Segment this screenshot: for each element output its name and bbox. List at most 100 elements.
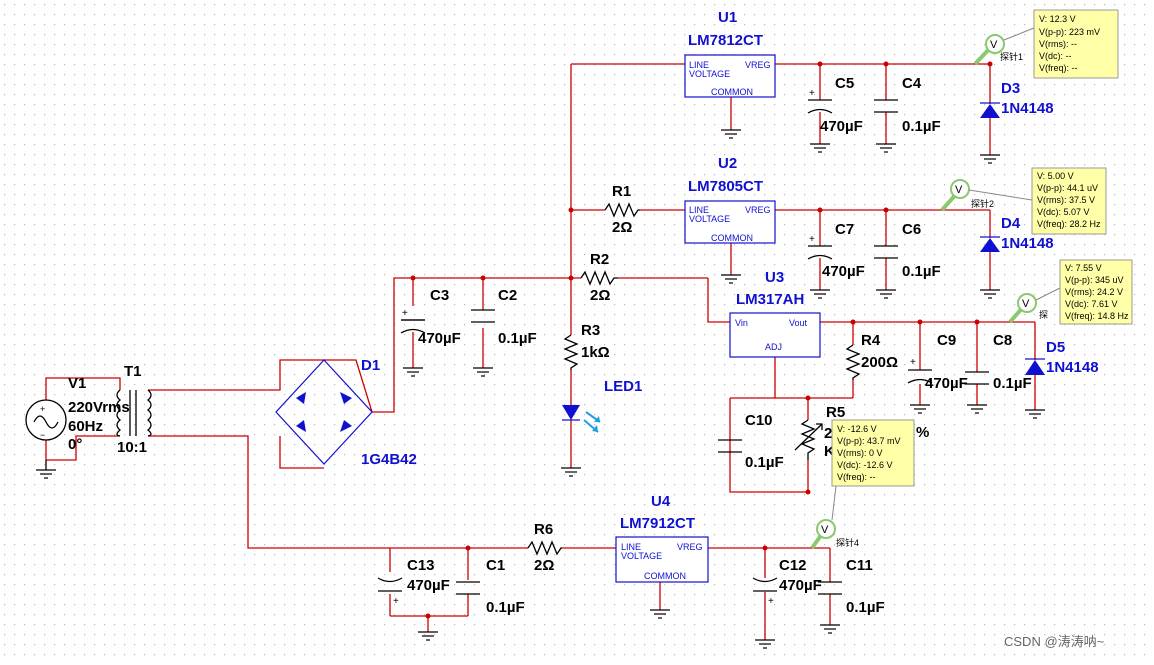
svg-text:0°: 0° bbox=[68, 436, 82, 453]
svg-text:1N4148: 1N4148 bbox=[1001, 100, 1054, 117]
u2-regulator[interactable]: LINE VREG VOLTAGE COMMON U2 LM7805CT bbox=[684, 155, 776, 244]
svg-text:+: + bbox=[910, 357, 916, 368]
probe-2[interactable]: V 探针2 V: 5.00 V V(p-p): 44.1 uV V(rms): … bbox=[940, 167, 1107, 235]
c2-capacitor[interactable]: C2 0.1µF bbox=[471, 287, 537, 347]
svg-text:C10: C10 bbox=[745, 412, 773, 429]
probe-1[interactable]: V 探针1 V: 12.3 V V(p-p): 223 mV V(rms): -… bbox=[973, 9, 1119, 79]
svg-text:VREG: VREG bbox=[745, 205, 771, 215]
svg-text:D3: D3 bbox=[1001, 80, 1020, 97]
svg-text:V: V bbox=[821, 524, 829, 536]
svg-text:LM7812CT: LM7812CT bbox=[688, 32, 763, 49]
c12-capacitor[interactable]: + C12 470µF bbox=[752, 557, 822, 607]
d1-bridge-rectifier[interactable]: D1 1G4B42 bbox=[275, 357, 417, 468]
svg-text:V(rms): 0 V: V(rms): 0 V bbox=[837, 448, 883, 458]
svg-text:C13: C13 bbox=[407, 557, 435, 574]
svg-text:C7: C7 bbox=[835, 221, 854, 238]
svg-text:V(p-p): 43.7 mV: V(p-p): 43.7 mV bbox=[837, 436, 901, 446]
c7-capacitor[interactable]: + C7 470µF bbox=[807, 221, 865, 280]
svg-text:470µF: 470µF bbox=[820, 118, 863, 135]
r1-resistor[interactable]: R1 2Ω bbox=[604, 183, 640, 236]
svg-text:VOLTAGE: VOLTAGE bbox=[689, 69, 730, 79]
svg-text:C11: C11 bbox=[846, 557, 873, 574]
svg-text:V(rms): 37.5 V: V(rms): 37.5 V bbox=[1037, 195, 1095, 205]
svg-text:0.1µF: 0.1µF bbox=[846, 599, 885, 616]
csdn-watermark: CSDN @涛涛呐~ bbox=[1004, 634, 1105, 649]
u4-regulator[interactable]: LINE VREG VOLTAGE COMMON U4 LM7912CT bbox=[615, 493, 709, 583]
c5-capacitor[interactable]: + C5 470µF bbox=[807, 75, 863, 135]
t1-transformer[interactable]: T1 10:1 bbox=[116, 363, 152, 456]
r4-resistor[interactable]: R4 200Ω bbox=[845, 332, 898, 380]
c11-capacitor[interactable]: C11 0.1µF bbox=[818, 557, 885, 616]
d4-diode[interactable]: D4 1N4148 bbox=[980, 215, 1054, 252]
svg-text:V(dc): --: V(dc): -- bbox=[1039, 51, 1072, 61]
svg-text:1N4148: 1N4148 bbox=[1001, 235, 1054, 252]
c3-capacitor[interactable]: + C3 470µF bbox=[400, 287, 461, 347]
svg-text:VREG: VREG bbox=[745, 60, 771, 70]
svg-text:C2: C2 bbox=[498, 287, 517, 304]
svg-text:U3: U3 bbox=[765, 269, 784, 286]
led1[interactable]: LED1 bbox=[562, 378, 642, 433]
svg-text:R3: R3 bbox=[581, 322, 600, 339]
svg-text:R6: R6 bbox=[534, 521, 553, 538]
svg-text:V: V bbox=[1022, 298, 1030, 310]
svg-text:LINE: LINE bbox=[621, 542, 641, 552]
svg-text:2Ω: 2Ω bbox=[534, 557, 554, 574]
svg-text:ADJ: ADJ bbox=[765, 342, 782, 352]
svg-text:0.1µF: 0.1µF bbox=[486, 599, 525, 616]
c6-capacitor[interactable]: C6 0.1µF bbox=[874, 221, 941, 280]
svg-text:60Hz: 60Hz bbox=[68, 418, 103, 435]
c4-capacitor[interactable]: C4 0.1µF bbox=[874, 75, 941, 135]
v1-ac-source[interactable]: + − V1 220Vrms 60Hz 0° bbox=[25, 375, 130, 453]
svg-text:V(dc): -12.6 V: V(dc): -12.6 V bbox=[837, 460, 893, 470]
d5-diode[interactable]: D5 1N4148 bbox=[1025, 339, 1099, 376]
svg-text:COMMON: COMMON bbox=[711, 87, 753, 97]
c10-capacitor[interactable]: C10 0.1µF bbox=[718, 412, 784, 471]
u3-regulator[interactable]: Vin Vout ADJ U3 LM317AH bbox=[729, 269, 821, 358]
svg-text:LM317AH: LM317AH bbox=[736, 291, 804, 308]
svg-text:0.1µF: 0.1µF bbox=[902, 263, 941, 280]
probe-4[interactable]: V 探针4 V: -12.6 V V(p-p): 43.7 mV V(rms):… bbox=[810, 419, 915, 550]
svg-text:V(freq): 14.8 Hz: V(freq): 14.8 Hz bbox=[1065, 311, 1129, 321]
svg-text:−: − bbox=[40, 430, 45, 440]
c13-capacitor[interactable]: + C13 470µF bbox=[377, 557, 450, 607]
svg-text:R2: R2 bbox=[590, 251, 609, 268]
svg-text:V: 5.00 V: V: 5.00 V bbox=[1037, 171, 1074, 181]
svg-text:探针2: 探针2 bbox=[971, 198, 994, 209]
svg-text:C12: C12 bbox=[779, 557, 807, 574]
r5-potentiometer[interactable]: R5 2 K % bbox=[794, 404, 929, 460]
svg-text:V(dc): 5.07 V: V(dc): 5.07 V bbox=[1037, 207, 1090, 217]
r3-resistor[interactable]: R3 1kΩ bbox=[563, 322, 610, 370]
svg-text:+: + bbox=[393, 596, 399, 607]
svg-text:10:1: 10:1 bbox=[117, 439, 147, 456]
svg-text:2Ω: 2Ω bbox=[590, 287, 610, 304]
svg-text:LINE: LINE bbox=[689, 205, 709, 215]
svg-text:LM7912CT: LM7912CT bbox=[620, 515, 695, 532]
c9-capacitor[interactable]: + C9 470µF bbox=[907, 332, 968, 392]
c1-capacitor[interactable]: C1 0.1µF bbox=[456, 557, 525, 616]
svg-text:V(freq): --: V(freq): -- bbox=[837, 472, 876, 482]
svg-text:V: V bbox=[990, 39, 998, 51]
c8-capacitor[interactable]: C8 0.1µF bbox=[965, 332, 1032, 392]
svg-text:K: K bbox=[824, 443, 835, 460]
svg-text:VOLTAGE: VOLTAGE bbox=[689, 214, 730, 224]
svg-text:VOLTAGE: VOLTAGE bbox=[621, 551, 662, 561]
svg-text:0.1µF: 0.1µF bbox=[498, 330, 537, 347]
r2-resistor[interactable]: R2 2Ω bbox=[580, 251, 618, 304]
svg-text:COMMON: COMMON bbox=[644, 571, 686, 581]
svg-text:LINE: LINE bbox=[689, 60, 709, 70]
r6-resistor[interactable]: R6 2Ω bbox=[527, 521, 562, 574]
svg-text:V(freq): 28.2 Hz: V(freq): 28.2 Hz bbox=[1037, 219, 1101, 229]
svg-text:V(p-p): 44.1 uV: V(p-p): 44.1 uV bbox=[1037, 183, 1098, 193]
svg-text:U1: U1 bbox=[718, 9, 737, 26]
svg-text:V: 7.55 V: V: 7.55 V bbox=[1065, 263, 1102, 273]
svg-text:R1: R1 bbox=[612, 183, 631, 200]
svg-text:470µF: 470µF bbox=[407, 577, 450, 594]
u1-regulator[interactable]: LINE VREG VOLTAGE COMMON U1 LM7812CT bbox=[684, 9, 776, 98]
svg-text:V: 12.3 V: V: 12.3 V bbox=[1039, 14, 1076, 24]
probe-3[interactable]: V 探 V: 7.55 V V(p-p): 345 uV V(rms): 24.… bbox=[1008, 259, 1133, 325]
svg-text:+: + bbox=[402, 308, 408, 319]
svg-text:0.1µF: 0.1µF bbox=[745, 454, 784, 471]
d3-diode[interactable]: D3 1N4148 bbox=[980, 80, 1054, 118]
